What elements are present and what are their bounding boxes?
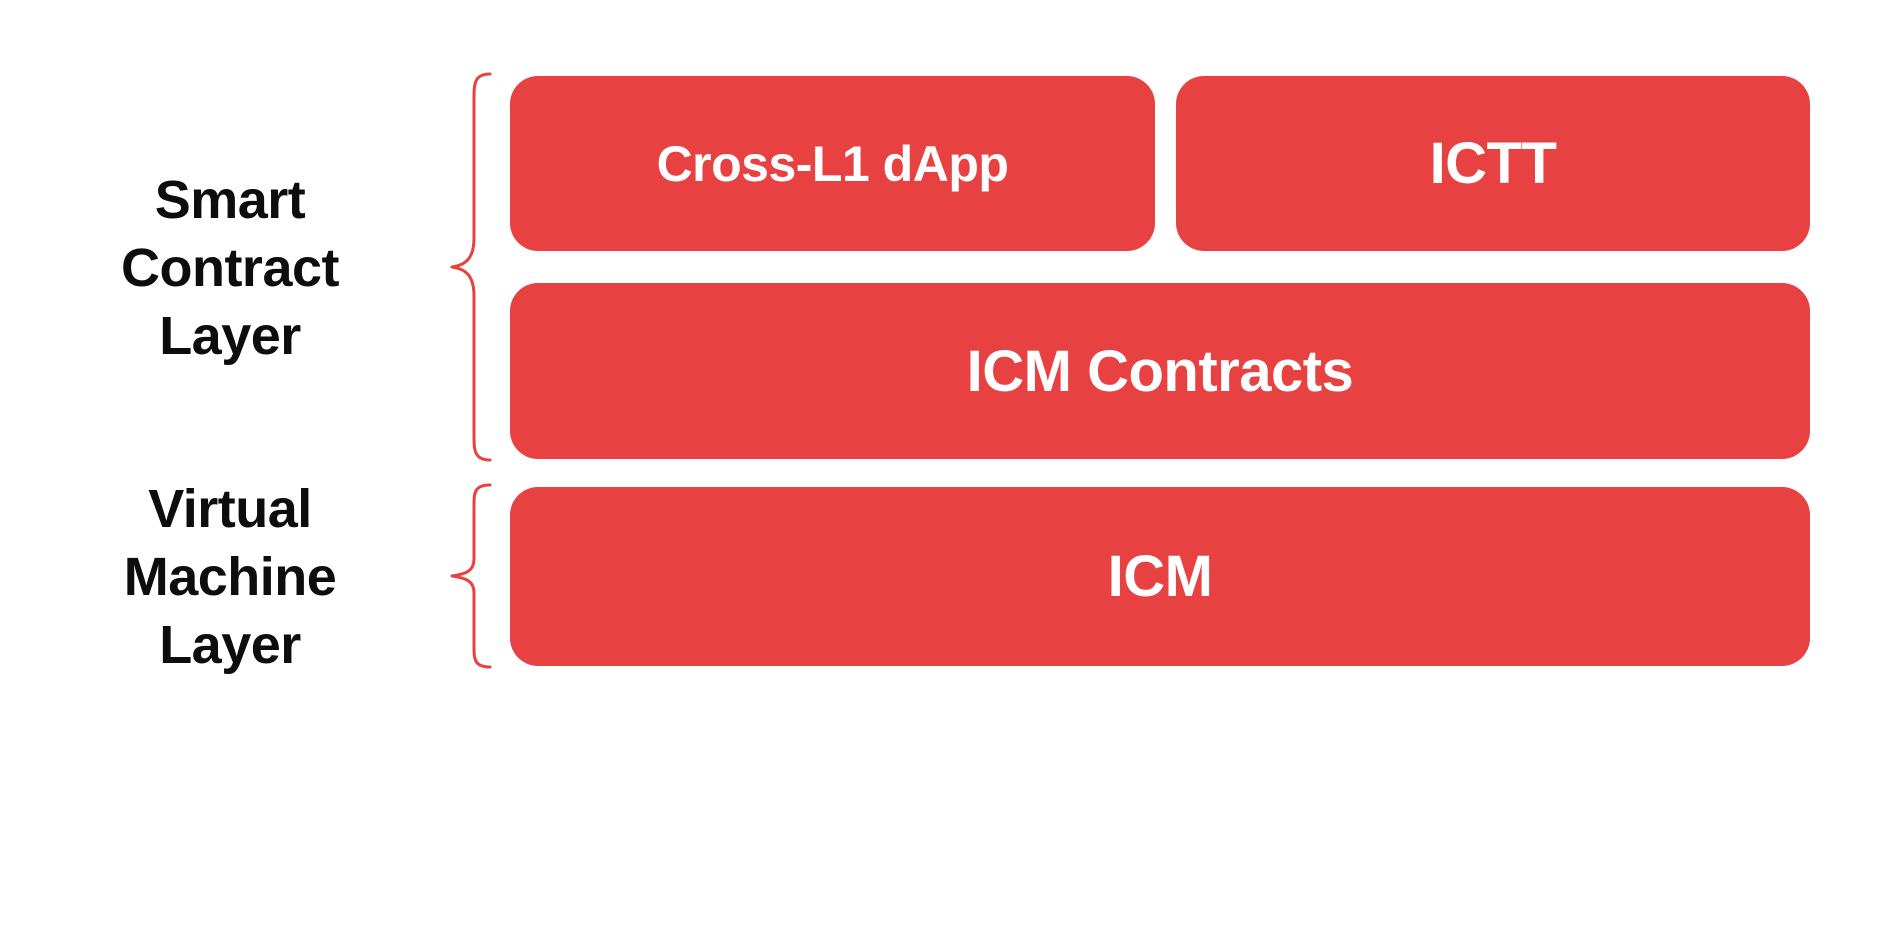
node-box-cross-l1-dapp[interactable]: Cross-L1 dApp: [510, 76, 1155, 251]
brace-smart-contract-icon: [450, 72, 492, 462]
brace-virtual-machine-icon: [450, 483, 492, 669]
node-box-icm-contracts[interactable]: ICM Contracts: [510, 283, 1810, 459]
node-box-icm[interactable]: ICM: [510, 487, 1810, 666]
node-box-ictt[interactable]: ICTT: [1176, 76, 1810, 251]
layer-label-virtual-machine: Virtual Machine Layer: [123, 479, 337, 675]
layer-label-smart-contract: Smart Contract Layer: [120, 170, 340, 366]
